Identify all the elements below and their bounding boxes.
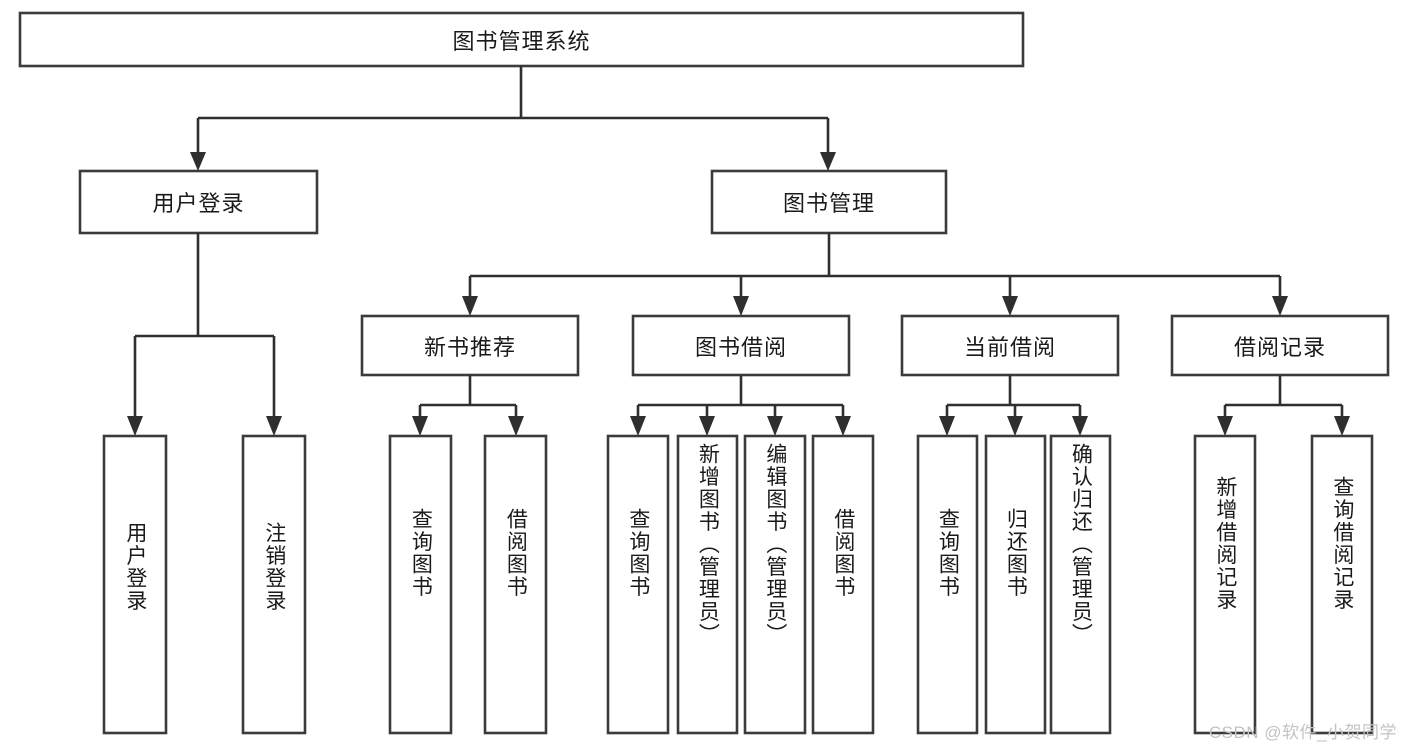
node-current-borrow-box[interactable] bbox=[900, 314, 1120, 377]
node-book-management-box[interactable] bbox=[710, 169, 948, 235]
leaf-user-login-1-box[interactable] bbox=[102, 434, 168, 735]
arrow-head-icon bbox=[1334, 416, 1350, 436]
arrow-head-icon bbox=[699, 416, 715, 436]
connector-book-borrow-to-leaves bbox=[630, 375, 851, 436]
arrow-head-icon bbox=[1007, 416, 1023, 436]
leaf-new-book-2-box[interactable] bbox=[483, 434, 548, 735]
arrow-head-icon bbox=[462, 296, 478, 316]
leaf-borrow-record-2-box[interactable] bbox=[1310, 434, 1374, 735]
leaf-new-book-1-box[interactable] bbox=[388, 434, 453, 735]
leaf-borrow-record-1-box[interactable] bbox=[1193, 434, 1257, 735]
arrow-head-icon bbox=[266, 416, 282, 436]
connector-root-to-level2 bbox=[190, 66, 836, 171]
connector-borrow-record-to-leaves bbox=[1217, 375, 1350, 436]
arrow-head-icon bbox=[412, 416, 428, 436]
node-root-box[interactable] bbox=[18, 11, 1025, 68]
arrow-head-icon bbox=[939, 416, 955, 436]
node-book-borrow-box[interactable] bbox=[631, 314, 851, 377]
leaf-current-borrow-1-box[interactable] bbox=[916, 434, 979, 735]
arrow-head-icon bbox=[820, 152, 836, 171]
arrow-head-icon bbox=[630, 416, 646, 436]
leaf-current-borrow-3-box[interactable] bbox=[1049, 434, 1112, 735]
leaf-book-borrow-2-box[interactable] bbox=[676, 434, 739, 735]
arrow-head-icon bbox=[1002, 296, 1018, 316]
connector-current-borrow-to-leaves bbox=[939, 375, 1088, 436]
connector-user-login-to-leaves bbox=[127, 233, 282, 436]
leaf-book-borrow-4-box[interactable] bbox=[811, 434, 875, 735]
node-user-login-box[interactable] bbox=[78, 169, 319, 235]
leaf-book-borrow-1-box[interactable] bbox=[606, 434, 670, 735]
node-borrow-record-box[interactable] bbox=[1170, 314, 1390, 377]
leaf-book-borrow-3-box[interactable] bbox=[743, 434, 807, 735]
leaf-user-login-2-box[interactable] bbox=[241, 434, 307, 735]
arrow-head-icon bbox=[190, 152, 206, 171]
node-new-book-recommend-box[interactable] bbox=[360, 314, 580, 377]
arrow-head-icon bbox=[733, 296, 749, 316]
arrow-head-icon bbox=[835, 416, 851, 436]
connector-book-management-to-level3 bbox=[462, 233, 1288, 316]
leaf-current-borrow-2-box[interactable] bbox=[984, 434, 1047, 735]
arrow-head-icon bbox=[508, 416, 524, 436]
arrow-head-icon bbox=[127, 416, 143, 436]
arrow-head-icon bbox=[1272, 296, 1288, 316]
arrow-head-icon bbox=[767, 416, 783, 436]
connector-new-book-to-leaves bbox=[412, 375, 524, 436]
arrow-head-icon bbox=[1217, 416, 1233, 436]
arrow-head-icon bbox=[1072, 416, 1088, 436]
